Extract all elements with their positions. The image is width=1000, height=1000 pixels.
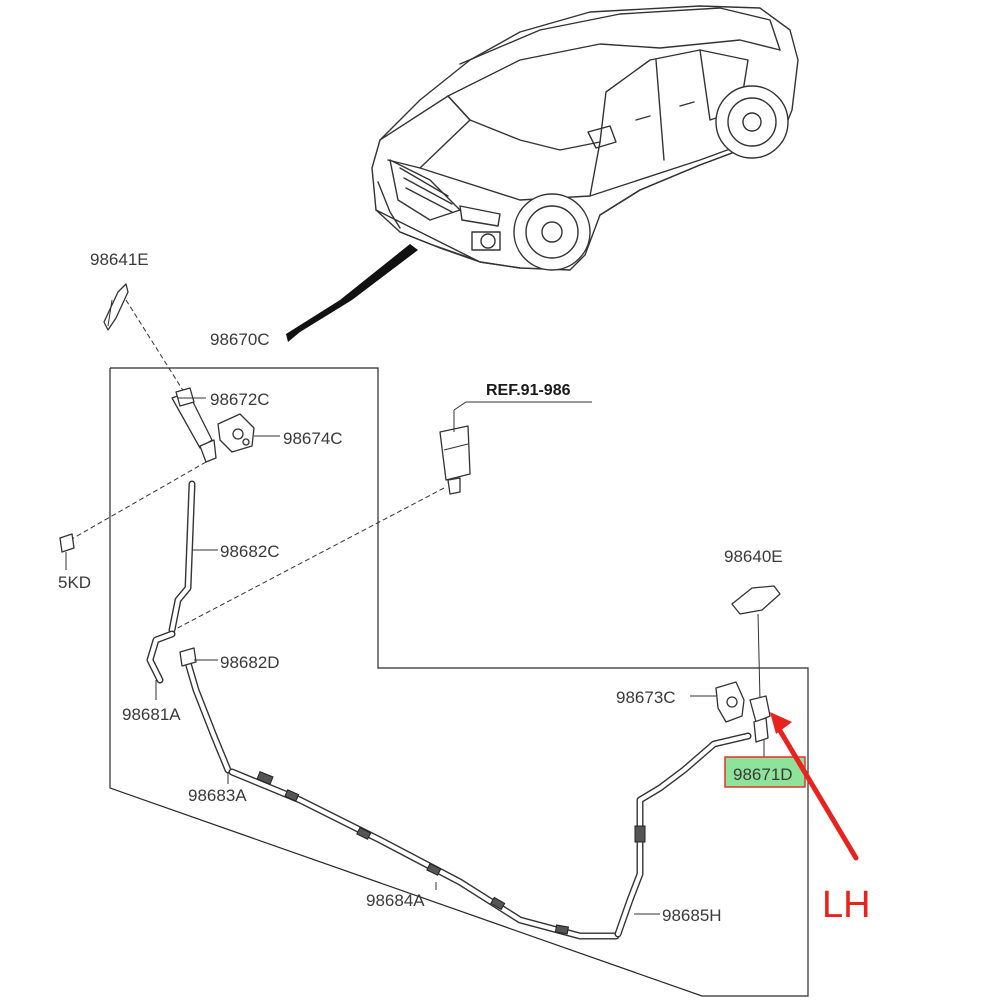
nozzle-holder-part xyxy=(171,387,217,463)
hose-98684A xyxy=(228,768,620,940)
label-98683A: 98683A xyxy=(188,786,247,805)
dashed-leader xyxy=(69,461,207,541)
label-98641E: 98641E xyxy=(90,250,149,269)
label-98681A: 98681A xyxy=(122,705,181,724)
ref-washer-pump-part xyxy=(439,401,592,495)
hose-connectors xyxy=(256,771,570,935)
side-label-lh: LH xyxy=(822,884,871,926)
tee-connector-part xyxy=(179,647,197,667)
washer-cover-lh-part xyxy=(103,283,129,331)
label-98671D: 98671D xyxy=(733,765,793,784)
callout-wedge xyxy=(286,244,418,342)
clip-5kd-part xyxy=(59,533,75,553)
actuator-bracket-part xyxy=(217,413,255,453)
washer-cover-rh-part xyxy=(731,585,781,615)
label-98682D: 98682D xyxy=(220,653,280,672)
leader-lines xyxy=(65,397,765,915)
label-98674C: 98674C xyxy=(283,429,343,448)
nozzle-98671D-part xyxy=(749,695,771,743)
label-98685H: 98685H xyxy=(662,906,722,925)
leader-line xyxy=(757,613,761,701)
hose-98682D xyxy=(182,652,232,774)
red-arrow xyxy=(770,712,859,861)
vehicle-illustration xyxy=(371,5,799,271)
actuator-part xyxy=(715,681,745,723)
label-98670C: 98670C xyxy=(210,330,270,349)
label-98684A: 98684A xyxy=(366,891,425,910)
assembly-frame xyxy=(109,367,809,997)
hose-98685H xyxy=(614,732,752,938)
inline-connector xyxy=(634,825,646,843)
hose-98682C xyxy=(168,480,196,634)
label-98673C: 98673C xyxy=(616,688,676,707)
dashed-leader xyxy=(125,299,185,393)
hose-98681A xyxy=(146,630,176,684)
label-98672C: 98672C xyxy=(210,390,270,409)
label-5kd: 5KD xyxy=(58,573,91,592)
highlighted-part-callout: 98671D xyxy=(724,756,806,788)
label-98640E: 98640E xyxy=(724,547,783,566)
dashed-leader xyxy=(169,487,445,633)
label-ref: REF.91-986 xyxy=(486,382,571,399)
label-98682C: 98682C xyxy=(220,542,280,561)
